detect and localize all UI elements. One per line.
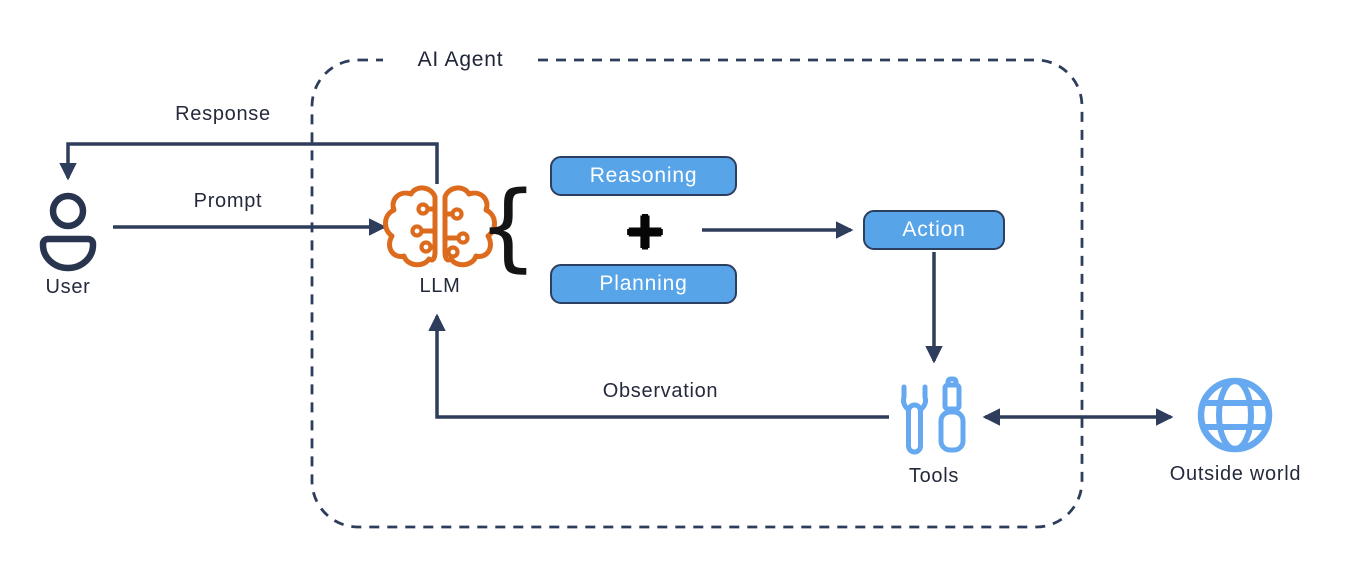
brain-circuit-icon xyxy=(383,185,497,268)
llm-label: LLM xyxy=(419,275,461,297)
prompt-label: Prompt xyxy=(193,190,263,212)
ai-agent-boundary xyxy=(310,58,1084,529)
brace-symbol: { xyxy=(477,171,539,282)
person-icon xyxy=(39,192,97,272)
response-arrow xyxy=(59,142,439,184)
plus-icon: + xyxy=(623,201,667,261)
planning-box: Planning xyxy=(550,264,737,304)
wrench-screwdriver-icon xyxy=(901,376,966,455)
observation-label: Observation xyxy=(602,380,719,402)
observation-arrow xyxy=(428,313,889,419)
globe-icon xyxy=(1197,377,1273,453)
tools-label: Tools xyxy=(908,465,960,487)
user-label: User xyxy=(45,276,91,298)
outside-world-label: Outside world xyxy=(1169,463,1302,485)
action-box: Action xyxy=(863,210,1005,250)
reasoning-box: Reasoning xyxy=(550,156,737,196)
response-label: Response xyxy=(175,103,271,125)
ai-agent-container-label: AI Agent xyxy=(383,45,538,75)
